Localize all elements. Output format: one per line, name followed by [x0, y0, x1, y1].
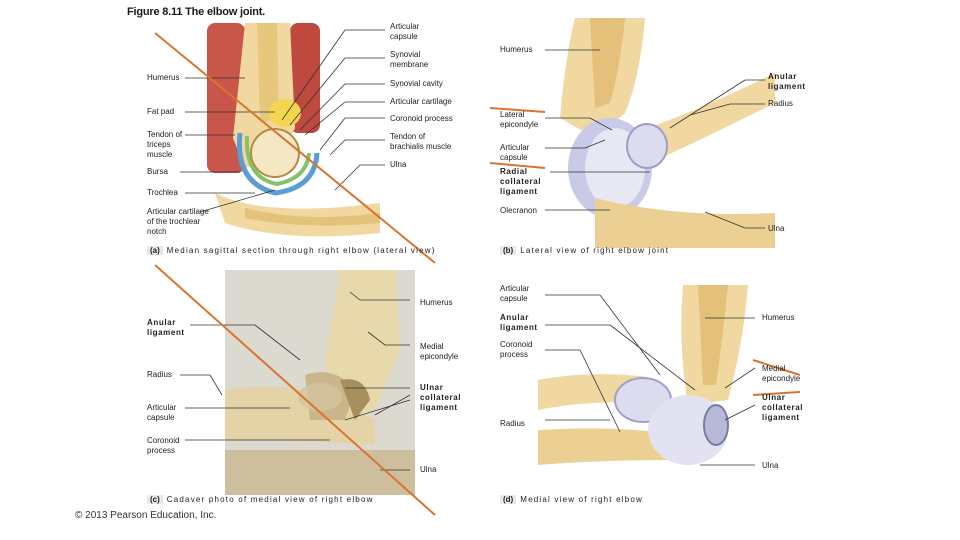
label-humerus-b: Humerus	[500, 45, 533, 54]
label-medial-epicondyle-d: Medial epicondyle	[762, 364, 801, 383]
label-olecranon: Olecranon	[500, 206, 537, 215]
label-trochlea: Trochlea	[147, 188, 178, 197]
copyright-notice: © 2013 Pearson Education, Inc.	[75, 510, 217, 521]
caption-d-letter: (d)	[500, 495, 517, 504]
label-articular-cartilage-trochlear: Articular cartilage of the trochlear not…	[147, 207, 209, 236]
label-ulnar-collateral-ligament-d: Ulnar collateral ligament	[762, 393, 804, 422]
label-articular-capsule-a: Articular capsule	[390, 22, 420, 41]
label-articular-capsule-d: Articular capsule	[500, 284, 530, 303]
caption-c: (c)Cadaver photo of medial view of right…	[147, 495, 374, 504]
panel-c-photo	[225, 270, 415, 495]
figure-title: Figure 8.11 The elbow joint.	[127, 6, 266, 18]
label-radius-b: Radius	[768, 99, 793, 108]
label-ulnar-collateral-ligament-c: Ulnar collateral ligament	[420, 383, 462, 412]
caption-a-text: Median sagittal section through right el…	[166, 246, 436, 255]
label-humerus-a: Humerus	[147, 73, 180, 82]
label-radius-d: Radius	[500, 419, 525, 428]
label-tendon-brachialis: Tendon of brachialis muscle	[390, 132, 452, 151]
caption-a-letter: (a)	[147, 246, 163, 255]
caption-c-letter: (c)	[147, 495, 163, 504]
label-anular-ligament-d: Anular ligament	[500, 313, 538, 332]
caption-d: (d)Medial view of right elbow	[500, 495, 643, 504]
label-synovial-cavity: Synovial cavity	[390, 79, 443, 88]
caption-b-letter: (b)	[500, 246, 517, 255]
label-ulna-b: Ulna	[768, 224, 785, 233]
label-coronoid-process-d: Coronoid process	[500, 340, 533, 359]
label-articular-capsule-c: Articular capsule	[147, 403, 177, 422]
label-radius-c: Radius	[147, 370, 172, 379]
label-coronoid-process-a: Coronoid process	[390, 114, 453, 123]
label-anular-ligament-c: Anular ligament	[147, 318, 185, 337]
label-humerus-c: Humerus	[420, 298, 453, 307]
label-lateral-epicondyle: Lateral epicondyle	[500, 110, 539, 129]
label-medial-epicondyle-c: Medial epicondyle	[420, 342, 459, 361]
label-anular-ligament-b: Anular ligament	[768, 72, 806, 91]
label-synovial-membrane: Synovial membrane	[390, 50, 429, 69]
panel-a-illustration	[207, 23, 380, 237]
label-humerus-d: Humerus	[762, 313, 795, 322]
label-articular-capsule-b: Articular capsule	[500, 143, 530, 162]
label-ulna-a: Ulna	[390, 160, 407, 169]
caption-b: (b)Lateral view of right elbow joint	[500, 246, 669, 255]
label-tendon-triceps: Tendon of triceps muscle	[147, 130, 183, 159]
caption-d-text: Medial view of right elbow	[520, 495, 644, 504]
caption-b-text: Lateral view of right elbow joint	[520, 246, 670, 255]
label-bursa: Bursa	[147, 167, 168, 176]
caption-a: (a)Median sagittal section through right…	[147, 246, 436, 255]
label-radial-collateral-ligament: Radial collateral ligament	[500, 167, 542, 196]
label-articular-cartilage: Articular cartilage	[390, 97, 452, 106]
label-fat-pad: Fat pad	[147, 107, 175, 116]
label-ulna-c: Ulna	[420, 465, 437, 474]
caption-c-text: Cadaver photo of medial view of right el…	[166, 495, 374, 504]
label-ulna-d: Ulna	[762, 461, 779, 470]
label-coronoid-process-c: Coronoid process	[147, 436, 180, 455]
panel-d-illustration	[538, 285, 760, 495]
